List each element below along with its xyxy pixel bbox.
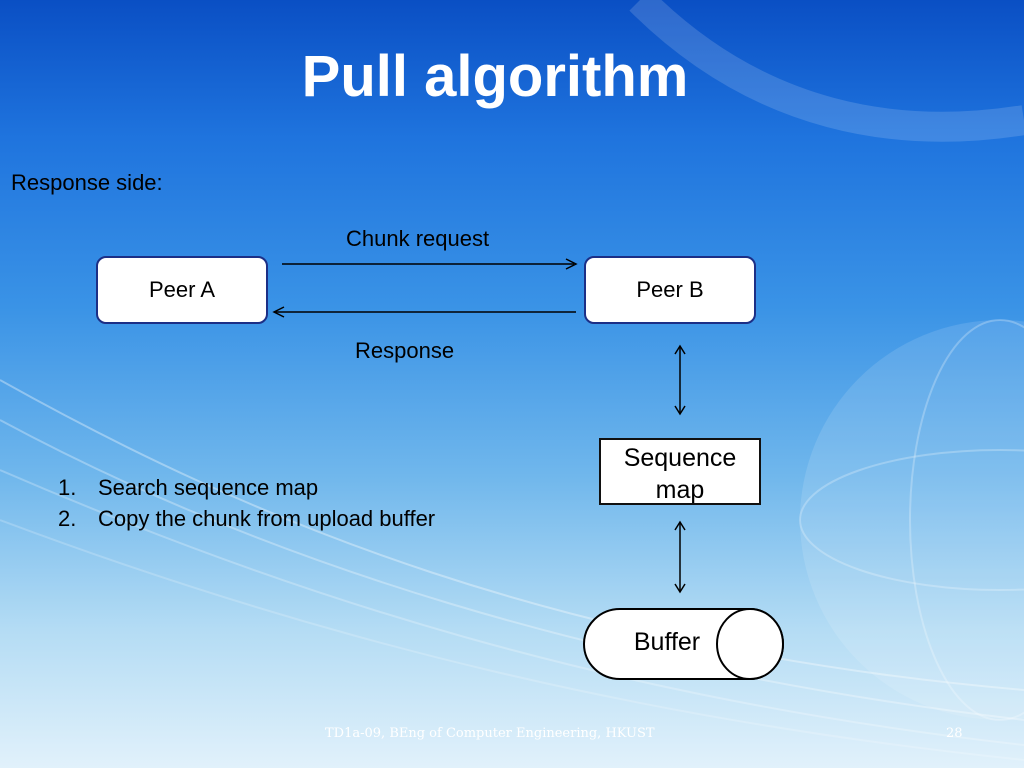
subtitle: Response side: xyxy=(11,170,163,195)
sequence-map-line-2: map xyxy=(655,476,705,504)
slide-title: Pull algorithm xyxy=(301,44,689,109)
chunk-request-label: Chunk request xyxy=(346,226,490,251)
peer-b-box: Peer B xyxy=(584,256,756,324)
sequence-map-box: Sequence map xyxy=(599,438,761,505)
list-item: 2. Copy the chunk from upload buffer xyxy=(58,503,435,534)
page-number: 28 xyxy=(946,726,963,741)
step-number: 2. xyxy=(58,506,77,531)
step-text: Copy the chunk from upload buffer xyxy=(98,506,436,531)
step-list: 1. Search sequence map 2. Copy the chunk f… xyxy=(58,472,435,534)
response-label: Response xyxy=(355,338,455,363)
sequence-map-line-1: Sequence xyxy=(623,444,737,472)
peer-a-label: Peer A xyxy=(148,277,216,302)
buffer-label: Buffer xyxy=(633,628,701,656)
peer-a-box: Peer A xyxy=(96,256,268,324)
globe-shape xyxy=(800,320,1024,720)
step-text: Search sequence map xyxy=(98,475,319,500)
peer-b-label: Peer B xyxy=(636,277,704,302)
footer-text: TD1a-09, BEng of Computer Engineering, H… xyxy=(325,726,655,741)
list-item: 1. Search sequence map xyxy=(58,472,435,503)
step-number: 1. xyxy=(58,475,77,500)
